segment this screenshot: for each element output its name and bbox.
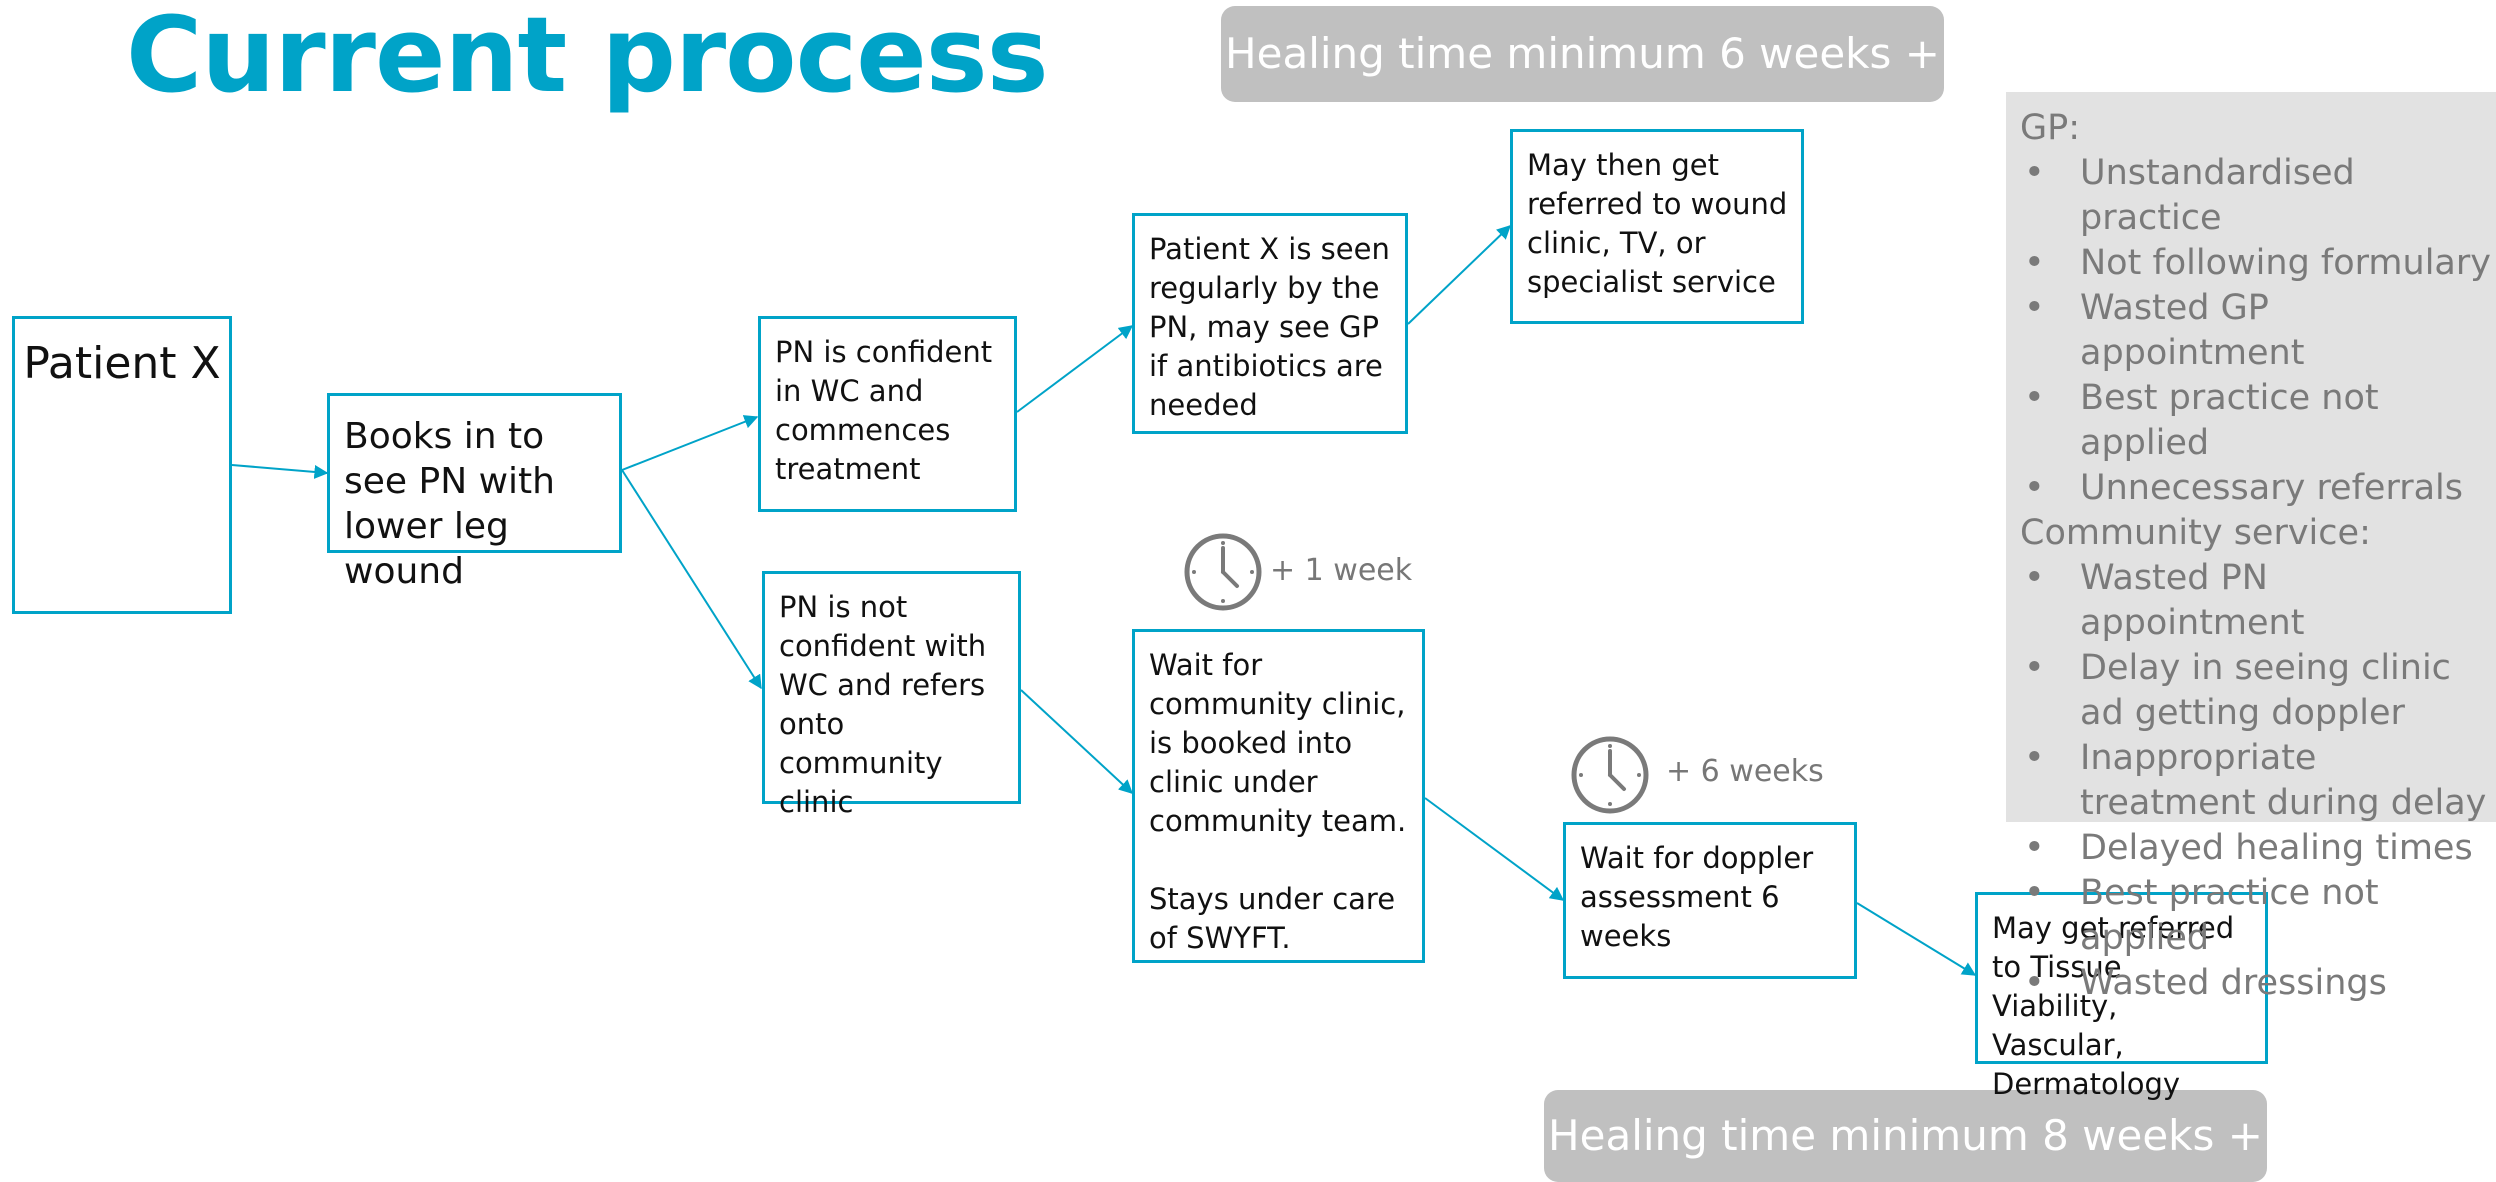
pn-confident-text: PN is confident in WC and commences trea… <box>775 335 993 486</box>
clock-icon <box>1184 533 1262 611</box>
clock-label-one-week: + 1 week <box>1270 553 1413 588</box>
list-item: Delayed healing times <box>2020 826 2496 871</box>
arrow-books-to-confident <box>621 415 759 471</box>
pn-confident-box: PN is confident in WC and commences trea… <box>758 316 1017 512</box>
list-item: Best practice not applied <box>2020 376 2496 466</box>
list-item: Wasted dressings <box>2020 961 2496 1006</box>
arrow-patient-to-books <box>231 464 329 479</box>
healing-time-banner-bottom: Healing time minimum 8 weeks + <box>1544 1090 2267 1182</box>
gp-heading: GP: <box>2020 108 2081 148</box>
referred-text: May then get referred to wound clinic, T… <box>1527 148 1788 299</box>
arrow-seen-to-referred <box>1407 225 1512 325</box>
list-item: Wasted PN appointment <box>2020 556 2496 646</box>
arrow-confident-to-seen <box>1016 325 1134 413</box>
pn-not-confident-box: PN is not confident with WC and refers o… <box>762 571 1021 819</box>
gp-issues-list: Unstandardised practice Not following fo… <box>2020 151 2496 511</box>
patient-x-box: Patient X <box>12 316 232 614</box>
wait-community-clinic-box: Wait for community clinic, is booked int… <box>1132 629 1425 963</box>
list-item: Not following formulary <box>2020 241 2496 286</box>
clock-label-six-weeks: + 6 weeks <box>1666 754 1824 789</box>
community-heading: Community service: <box>2020 513 2371 553</box>
list-item: Unstandardised practice <box>2020 151 2496 241</box>
patient-seen-text: Patient X is seen regularly by the PN, m… <box>1149 232 1390 422</box>
clock-icon <box>1571 736 1649 814</box>
pn-not-confident-text: PN is not confident with WC and refers o… <box>779 590 987 819</box>
list-item: Delay in seeing clinic ad getting dopple… <box>2020 646 2496 736</box>
patient-seen-box: Patient X is seen regularly by the PN, m… <box>1132 213 1408 434</box>
arrow-books-to-not-confident <box>621 469 762 690</box>
patient-label: Patient X <box>23 338 221 389</box>
books-in-box: Books in to see PN with lower leg wound <box>327 393 622 592</box>
arrow-wait-to-doppler <box>1424 797 1565 901</box>
list-item: Unnecessary referrals <box>2020 466 2496 511</box>
doppler-box: Wait for doppler assessment 6 weeks <box>1563 822 1857 979</box>
stays-text: Stays under care of SWYFT. <box>1149 882 1396 955</box>
doppler-text: Wait for doppler assessment 6 weeks <box>1580 841 1814 953</box>
wait-clinic-text: Wait for community clinic, is booked int… <box>1149 648 1407 838</box>
list-item: Inappropriate treatment during delay <box>2020 736 2496 826</box>
issues-panel: GP: Unstandardised practice Not followin… <box>2006 92 2496 1006</box>
community-issues-list: Wasted PN appointment Delay in seeing cl… <box>2020 556 2496 1006</box>
healing-time-banner-top: Healing time minimum 6 weeks + <box>1221 6 1944 102</box>
books-in-text: Books in to see PN with lower leg wound <box>344 416 555 592</box>
list-item: Best practice not applied <box>2020 871 2496 961</box>
arrow-not-confident-to-wait <box>1020 689 1134 794</box>
arrow-doppler-to-tissue <box>1856 902 1977 976</box>
referred-box: May then get referred to wound clinic, T… <box>1510 129 1804 324</box>
page-title: Current process <box>126 0 1049 116</box>
list-item: Wasted GP appointment <box>2020 286 2496 376</box>
